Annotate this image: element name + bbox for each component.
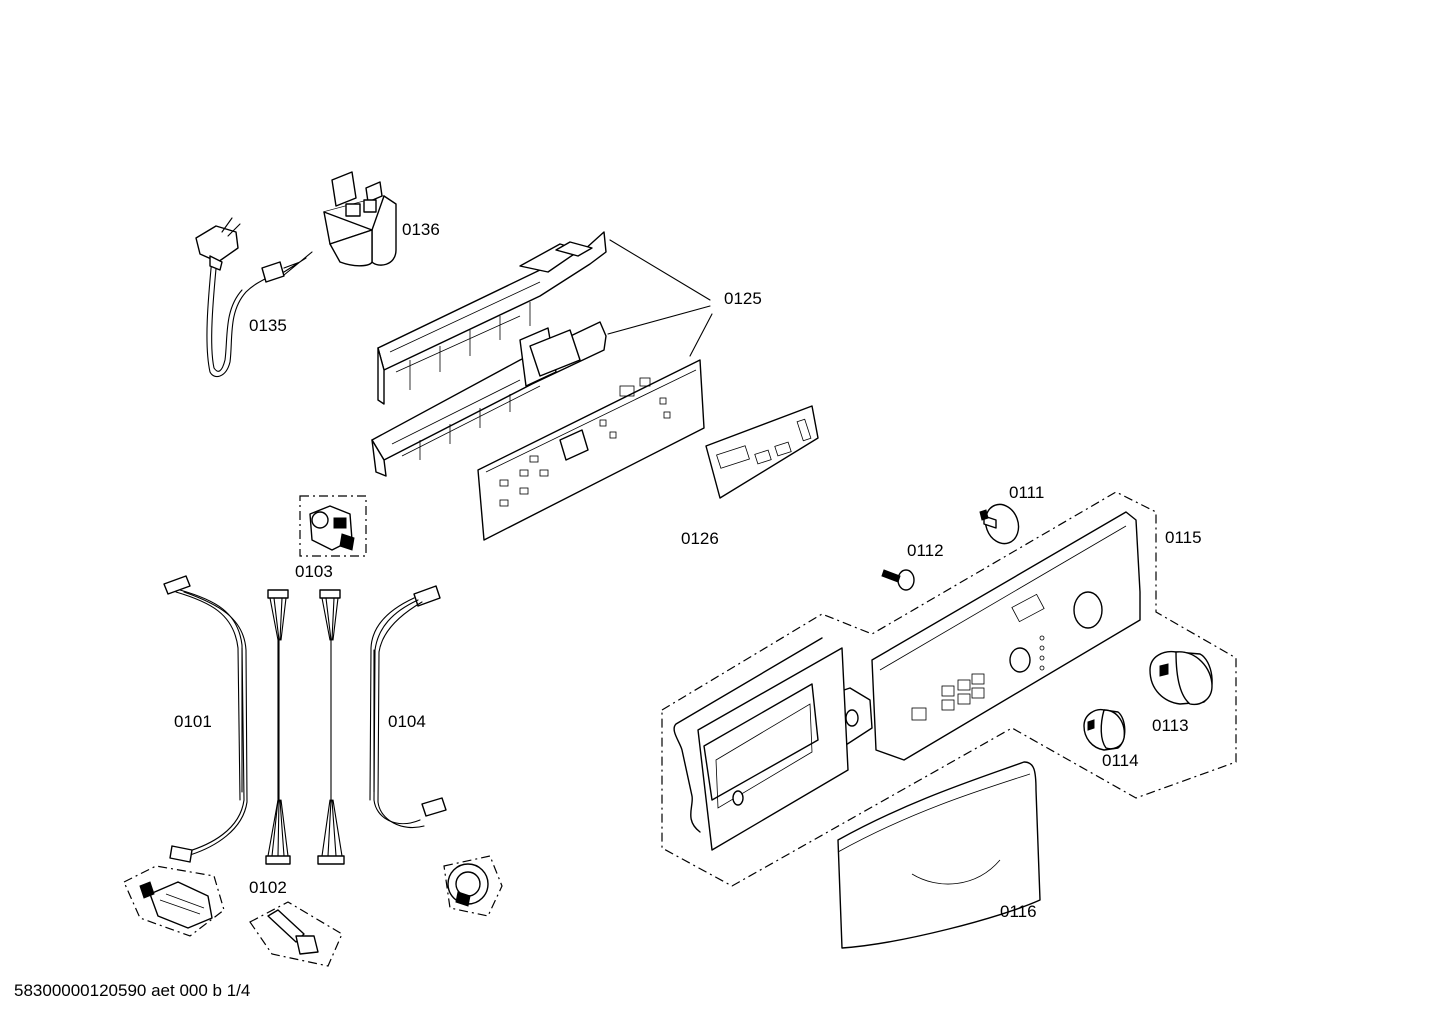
door-lock-part bbox=[123, 865, 225, 937]
label-0126: 0126 bbox=[681, 529, 719, 548]
interference-filter-part bbox=[323, 171, 397, 267]
label-0112: 0112 bbox=[907, 541, 944, 560]
selector-knob-large-part bbox=[1149, 650, 1213, 706]
leader-0125-a bbox=[609, 239, 711, 301]
drawer-handle-part bbox=[837, 761, 1041, 949]
leader-0125-b bbox=[607, 305, 711, 335]
label-0115: 0115 bbox=[1165, 528, 1202, 547]
label-0116: 0116 bbox=[1000, 902, 1037, 921]
label-0111: 0111 bbox=[1009, 483, 1044, 502]
program-knob-shaft-part bbox=[979, 503, 1020, 545]
display-board-part bbox=[705, 405, 819, 499]
label-0136: 0136 bbox=[402, 220, 440, 239]
wire-harness-0101-part bbox=[163, 575, 248, 863]
label-0114: 0114 bbox=[1102, 751, 1139, 770]
power-cord-part bbox=[195, 217, 313, 378]
pressure-switch-part bbox=[443, 855, 503, 917]
label-0101: 0101 bbox=[174, 712, 212, 731]
label-0135: 0135 bbox=[249, 316, 287, 335]
label-0102: 0102 bbox=[249, 878, 287, 897]
switch-part bbox=[299, 495, 367, 557]
control-panel-part bbox=[661, 491, 1237, 887]
leader-0125-c bbox=[689, 313, 713, 357]
knob-shaft-small-part bbox=[881, 569, 915, 591]
label-0103: 0103 bbox=[295, 562, 333, 581]
wire-harness-0104-part bbox=[369, 585, 447, 829]
document-footer-code: 58300000120590 aet 000 b 1/4 bbox=[14, 981, 251, 1000]
label-0113: 0113 bbox=[1152, 716, 1189, 735]
label-0125: 0125 bbox=[724, 289, 762, 308]
selector-knob-small-part bbox=[1083, 708, 1126, 751]
label-0104: 0104 bbox=[388, 712, 426, 731]
circuit-board-part bbox=[477, 359, 705, 541]
sensor-part bbox=[249, 901, 343, 967]
control-module-housing-part bbox=[371, 231, 607, 477]
wire-harness-0102-part bbox=[265, 589, 345, 865]
